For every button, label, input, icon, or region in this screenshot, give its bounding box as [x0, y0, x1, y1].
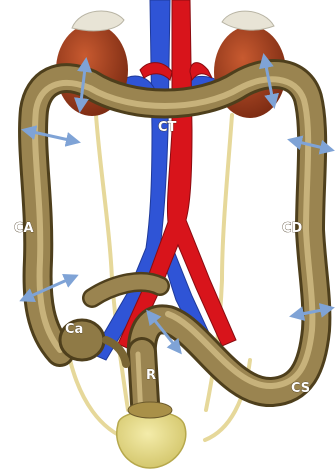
label-cs: CS [291, 381, 310, 396]
left-adrenal-gland [72, 11, 124, 31]
label-cd: CD [282, 221, 303, 236]
bladder [117, 402, 186, 468]
label-ca-small: Ca [65, 322, 83, 337]
label-ca: CA [14, 221, 34, 236]
right-adrenal-gland [222, 11, 274, 30]
label-r: R [146, 368, 156, 383]
label-ct: CT [158, 120, 177, 135]
